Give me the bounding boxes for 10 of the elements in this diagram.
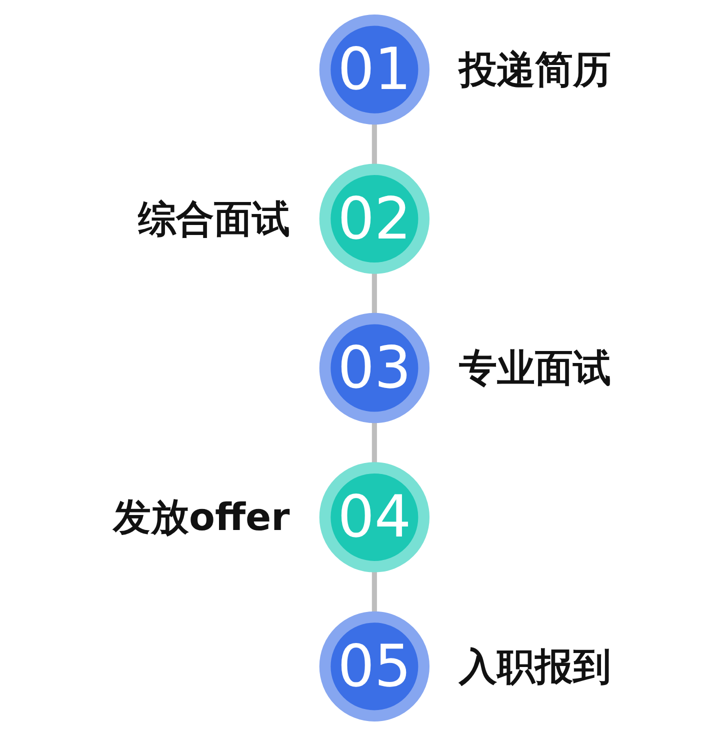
step-label: 综合面试 <box>138 196 290 241</box>
step-label: 投递简历 <box>459 48 612 92</box>
step-label: 专业面试 <box>459 346 612 390</box>
step-label: 发放offer <box>113 495 290 540</box>
node-circle: 02 <box>319 164 430 274</box>
step-label: 入职报到 <box>459 644 612 688</box>
node-circle: 03 <box>319 312 430 424</box>
node-circle: 04 <box>319 462 430 572</box>
node-circle: 05 <box>319 611 430 722</box>
node-circle: 01 <box>319 14 430 125</box>
